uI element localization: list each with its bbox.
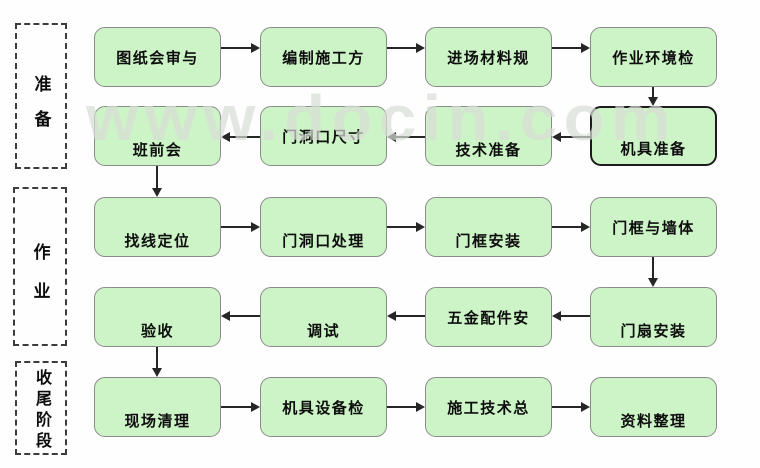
flow-node-hardware-install: 五金配件安 xyxy=(425,287,552,347)
stage-box-operation: 作业 xyxy=(13,187,67,346)
stage-label-preparation: 准备 xyxy=(31,75,51,145)
stage-label-operation: 作业 xyxy=(30,243,50,321)
stage-box-closing: 收尾阶段 xyxy=(15,361,67,455)
flow-node-door-opening-size: 门洞口尺寸 xyxy=(260,106,387,166)
arrow-down-framewall-to-leaf xyxy=(652,257,654,278)
flow-node-drawing-review: 图纸会审与 xyxy=(94,27,221,87)
arrow-down-meeting-to-positioning xyxy=(156,166,158,188)
arrow-row1-c2-c3 xyxy=(387,47,416,49)
flow-node-debugging: 调试 xyxy=(260,287,387,347)
flow-node-environment-check: 作业环境检 xyxy=(590,27,717,87)
flow-node-line-positioning: 找线定位 xyxy=(94,197,221,257)
arrow-row3-c3-c4 xyxy=(552,226,581,228)
flow-node-material-inspection: 进场材料规 xyxy=(425,27,552,87)
flow-node-technical-prep: 技术准备 xyxy=(425,106,552,166)
flow-node-equipment-prep: 机具准备 xyxy=(590,106,717,166)
flow-node-door-frame-install: 门框安装 xyxy=(425,197,552,257)
flow-node-construction-plan: 编制施工方 xyxy=(260,27,387,87)
arrow-row4-c3-c2 xyxy=(396,315,425,317)
flow-node-document-organize: 资料整理 xyxy=(590,377,717,437)
flow-node-acceptance: 验收 xyxy=(94,287,221,347)
flow-node-equipment-inspection: 机具设备检 xyxy=(260,377,387,437)
flow-node-door-leaf-install: 门扇安装 xyxy=(590,287,717,347)
arrow-row1-c3-c4 xyxy=(552,47,581,49)
arrow-row5-c2-c3 xyxy=(387,406,416,408)
arrow-row3-c2-c3 xyxy=(387,226,416,228)
arrow-row2-c4-c3 xyxy=(561,136,590,138)
arrow-down-acceptance-to-cleanup xyxy=(156,347,158,368)
arrow-row1-c1-c2 xyxy=(221,47,251,49)
arrow-row5-c3-c4 xyxy=(552,406,581,408)
arrow-row3-c1-c2 xyxy=(221,226,251,228)
arrow-row2-c3-c2 xyxy=(396,136,425,138)
arrow-row5-c1-c2 xyxy=(221,406,251,408)
flow-node-site-cleanup: 现场清理 xyxy=(94,377,221,437)
stage-label-closing: 收尾阶段 xyxy=(33,369,50,453)
arrow-down-environment-to-equipment xyxy=(652,87,654,97)
arrow-row2-c2-c1 xyxy=(230,136,260,138)
flow-node-pre-shift-meeting: 班前会 xyxy=(94,106,221,166)
arrow-row4-c4-c3 xyxy=(561,315,590,317)
flow-node-opening-treatment: 门洞口处理 xyxy=(260,197,387,257)
arrow-row4-c2-c1 xyxy=(230,315,260,317)
flow-node-tech-summary: 施工技术总 xyxy=(425,377,552,437)
flow-node-frame-wall-connection: 门框与墙体 xyxy=(590,197,717,257)
stage-box-preparation: 准备 xyxy=(15,23,67,169)
